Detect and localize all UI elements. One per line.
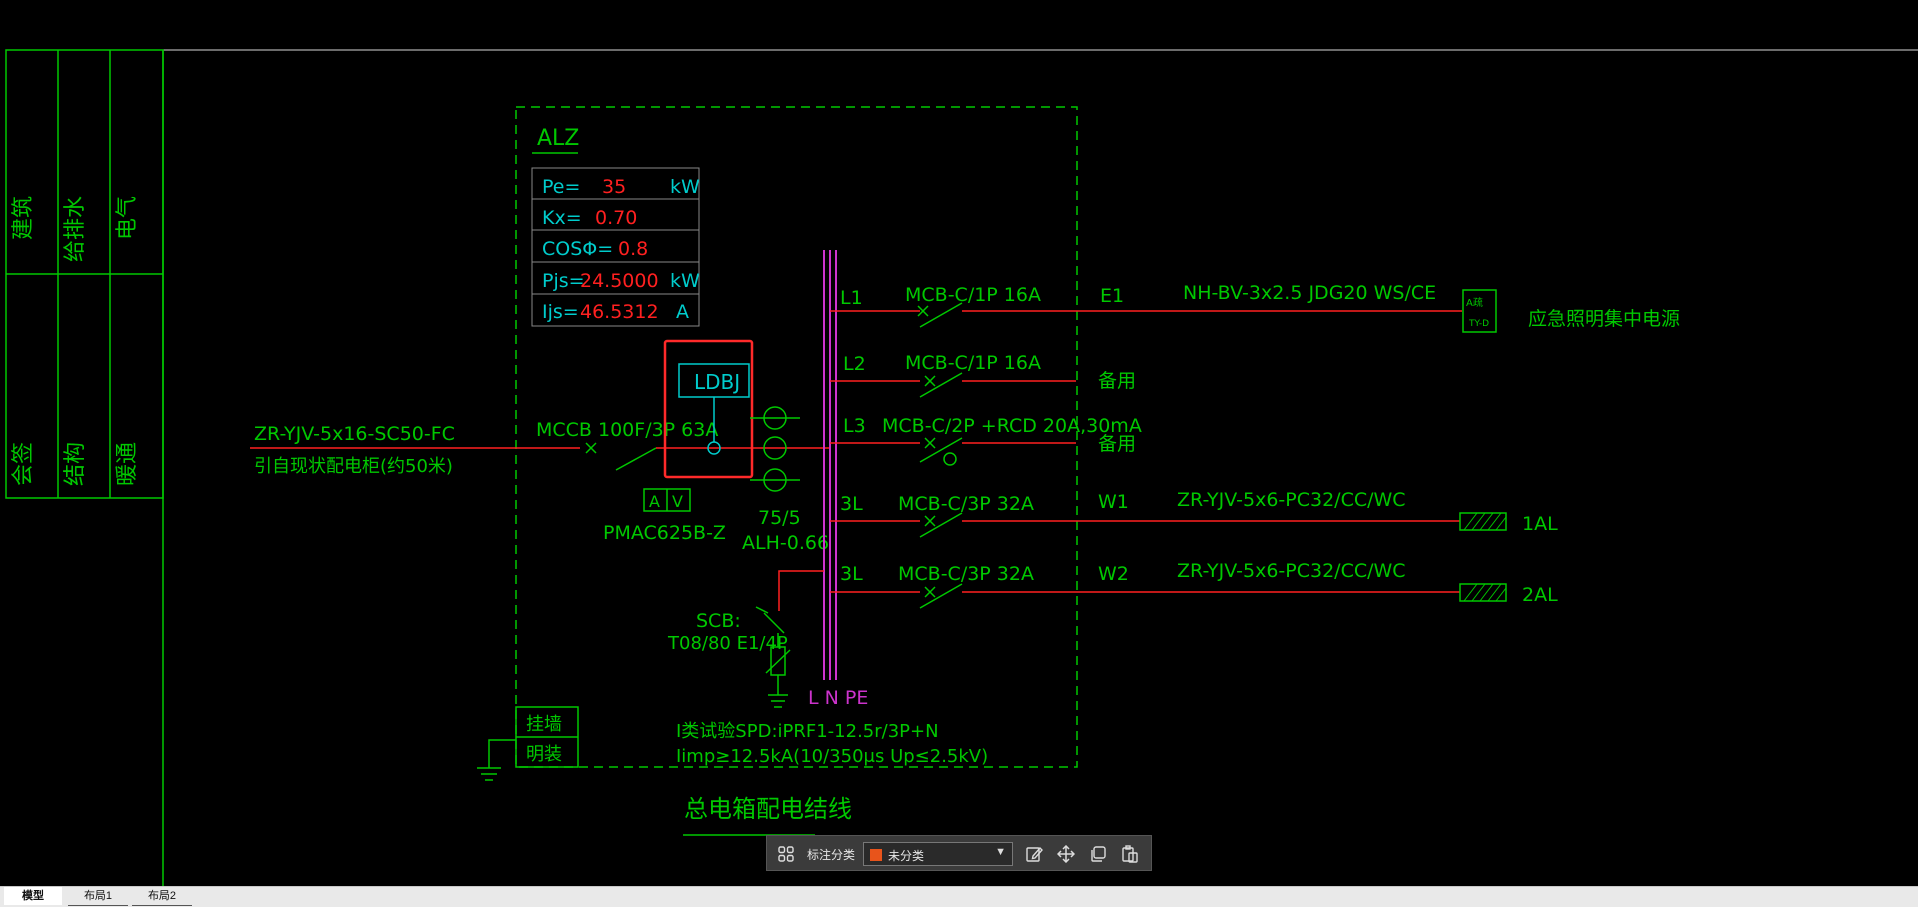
title-block-plumbing: 给排水 — [63, 196, 88, 262]
circuit-2-phase: L2 — [843, 353, 866, 375]
incoming-cable-label: ZR-YJV-5x16-SC50-FC — [254, 423, 455, 445]
edit-icon[interactable] — [1023, 843, 1045, 865]
circuit-1-code: E1 — [1100, 285, 1124, 307]
param-label-pe: Pe= — [542, 176, 580, 198]
param-value-pe: 35 — [602, 176, 626, 198]
eps-symbol — [1462, 289, 1497, 333]
circuit-5-cable: ZR-YJV-5x6-PC32/CC/WC — [1177, 560, 1406, 582]
bus-label: L N PE — [808, 687, 868, 709]
spd-spec-line1: I类试验SPD:iPRF1-12.5r/3P+N — [676, 721, 939, 742]
circuit-2: L2 MCB-C/1P 16A 备用 — [830, 352, 1136, 398]
title-block-architecture: 建筑 — [11, 196, 36, 240]
param-value-ijs: 46.5312 — [580, 301, 659, 323]
circuit-3-breaker: MCB-C/2P +RCD 20A,30mA — [882, 415, 1142, 437]
ldbj-label: LDBJ — [694, 370, 740, 394]
annotation-toolbar: 标注分类 未分类 ▼ — [766, 835, 1152, 871]
ct-model-label: ALH-0.66 — [742, 532, 829, 554]
incoming-note: 引自现状配电柜(约50米) — [254, 456, 453, 477]
circuit-1-cable: NH-BV-3x2.5 JDG20 WS/CE — [1183, 282, 1436, 304]
busbars — [823, 250, 837, 680]
incoming-feeder: ZR-YJV-5x16-SC50-FC 引自现状配电柜(约50米) MCCB 1… — [250, 419, 830, 477]
eps-symbol-line2: TY-D — [1468, 319, 1489, 329]
circuit-4: 3L MCB-C/3P 32A W1 ZR-YJV-5x6-PC32/CC/WC… — [830, 489, 1558, 538]
param-table: Pe= 35 kW Kx= 0.70 COSΦ= 0.8 Pjs= 24.500… — [531, 167, 700, 327]
spd-label-model: T08/80 E1/4P — [667, 633, 788, 654]
circuit-5-code: W2 — [1098, 563, 1129, 585]
param-value-cos: 0.8 — [618, 238, 648, 260]
load-1al-symbol — [1459, 512, 1507, 531]
tab-layout2[interactable]: 布局2 — [132, 887, 192, 906]
paste-icon[interactable] — [1119, 843, 1141, 865]
annotation-category-select[interactable]: 未分类 ▼ — [863, 842, 1013, 866]
mounting-line1: 挂墙 — [526, 714, 562, 735]
circuit-3-code: 备用 — [1098, 433, 1136, 455]
meter-model-label: PMAC625B-Z — [603, 522, 726, 544]
circuit-4-phase: 3L — [840, 493, 863, 515]
category-color-swatch — [870, 849, 882, 861]
chevron-down-icon: ▼ — [995, 846, 1006, 858]
circuit-4-cable: ZR-YJV-5x6-PC32/CC/WC — [1177, 489, 1406, 511]
panel-title: ALZ — [537, 126, 579, 151]
param-unit-pe: kW — [670, 176, 700, 198]
param-label-ijs: Ijs= — [542, 301, 579, 323]
param-unit-pjs: kW — [670, 270, 700, 292]
mounting-note: 挂墙 明装 — [477, 706, 579, 781]
title-block: 建筑 给排水 电气 会签 结构 暖通 — [5, 49, 164, 886]
param-label-pjs: Pjs= — [542, 270, 585, 292]
tab-model[interactable]: 模型 — [4, 887, 62, 905]
circuit-1-load: 应急照明集中电源 — [1528, 308, 1680, 330]
ct-ratio-label: 75/5 — [758, 507, 801, 529]
circuit-2-code: 备用 — [1098, 370, 1136, 392]
grid-icon[interactable] — [775, 843, 797, 865]
circuit-4-load: 1AL — [1522, 513, 1558, 535]
tab-layout1[interactable]: 布局1 — [68, 887, 128, 906]
copy-icon[interactable] — [1087, 843, 1109, 865]
main-breaker-label: MCCB 100F/3P 63A — [536, 419, 718, 441]
circuit-4-code: W1 — [1098, 491, 1129, 513]
spd-label-scb: SCB: — [696, 610, 741, 632]
title-block-electrical: 电气 — [115, 196, 140, 240]
title-block-structure: 结构 — [63, 442, 88, 486]
title-block-countersign: 会签 — [11, 442, 36, 486]
param-unit-ijs: A — [676, 301, 689, 323]
annotation-category-value: 未分类 — [888, 849, 925, 863]
circuit-5: 3L MCB-C/3P 32A W2 ZR-YJV-5x6-PC32/CC/WC… — [830, 560, 1558, 609]
eps-symbol-line1: A疏 — [1466, 296, 1483, 309]
circuit-1-phase: L1 — [840, 287, 863, 309]
param-label-cos: COSΦ= — [542, 238, 613, 260]
circuit-3-phase: L3 — [843, 415, 866, 437]
meter-a-label: A — [649, 492, 660, 511]
load-2al-symbol — [1459, 583, 1507, 602]
panel-boundary — [515, 106, 1078, 768]
title-block-hvac: 暖通 — [115, 442, 140, 486]
circuit-5-phase: 3L — [840, 563, 863, 585]
circuit-5-breaker: MCB-C/3P 32A — [898, 563, 1034, 585]
circuit-1-breaker: MCB-C/1P 16A — [905, 284, 1041, 306]
circuit-4-breaker: MCB-C/3P 32A — [898, 493, 1034, 515]
spd-spec-line2: Iimp≥12.5kA(10/350μs Up≤2.5kV) — [676, 746, 988, 767]
ldbj-selection-box[interactable] — [663, 339, 754, 479]
circuit-5-load: 2AL — [1522, 584, 1558, 606]
circuit-1: L1 MCB-C/1P 16A E1 NH-BV-3x2.5 JDG20 WS/… — [830, 282, 1680, 333]
param-label-kx: Kx= — [542, 207, 582, 229]
meter-v-label: V — [672, 492, 683, 511]
current-transformers: 75/5 ALH-0.66 — [742, 406, 829, 554]
annotation-category-label: 标注分类 — [807, 848, 856, 862]
move-icon[interactable] — [1055, 843, 1077, 865]
param-value-kx: 0.70 — [595, 207, 637, 229]
circuit-3: L3 MCB-C/2P +RCD 20A,30mA 备用 — [830, 415, 1142, 466]
spd-branch: SCB: T08/80 E1/4P I类试验SPD:iPRF1-12.5r/3P… — [667, 570, 988, 767]
mounting-line2: 明装 — [526, 744, 562, 765]
layout-tab-bar: 模型 布局1 布局2 — [0, 886, 1918, 907]
ldbj-node — [707, 441, 721, 455]
param-value-pjs: 24.5000 — [580, 270, 659, 292]
circuit-2-breaker: MCB-C/1P 16A — [905, 352, 1041, 374]
drawing-canvas[interactable]: 建筑 给排水 电气 会签 结构 暖通 ALZ Pe= 35 kW Kx= 0.7… — [0, 0, 1918, 886]
drawing-title: 总电箱配电结线 — [684, 795, 852, 823]
